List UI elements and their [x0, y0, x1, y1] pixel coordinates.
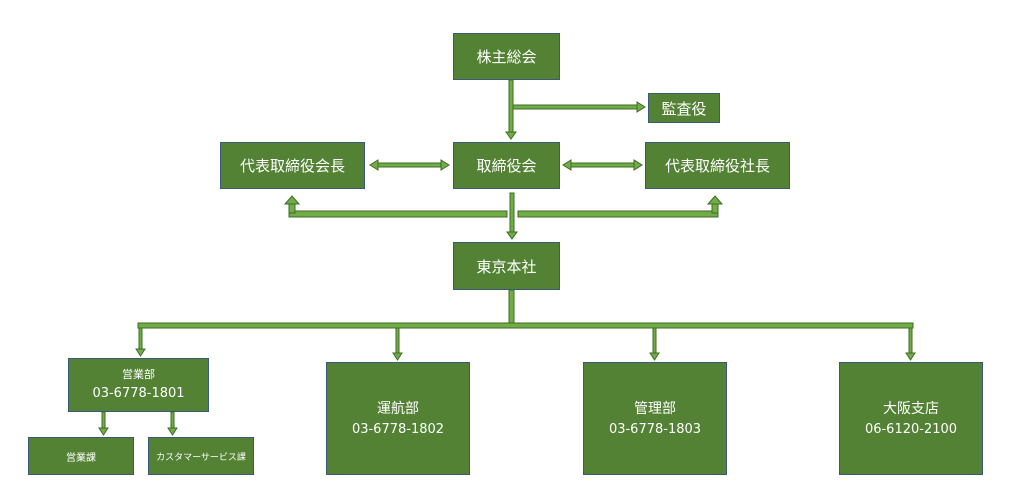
arrowhead: [905, 352, 916, 361]
arrowhead: [440, 159, 450, 171]
arrowhead: [562, 159, 572, 171]
arrowhead: [283, 195, 301, 205]
node-label: 監査役: [661, 99, 707, 118]
node-label: 東京本社: [476, 257, 537, 276]
node-board: 取締役会: [453, 142, 560, 189]
connector-bus: [137, 322, 914, 329]
arrowhead: [98, 427, 109, 436]
connector-to-president: [517, 210, 719, 218]
connector-drop-admin: [652, 327, 657, 355]
node-customer-service-section: カスタマーサービス課: [148, 437, 254, 475]
connector-to-chairman: [288, 210, 508, 218]
node-admin-dept: 管理部 03-6778-1803: [583, 362, 727, 475]
connector-drop-sales: [138, 327, 143, 351]
connector-auditor: [512, 104, 639, 110]
node-label: 管理部: [634, 400, 676, 417]
connector-drop-osaka: [908, 327, 913, 355]
arrowhead: [135, 348, 146, 357]
node-sales-section: 営業課: [28, 437, 134, 475]
node-sales-dept: 営業部 03-6778-1801: [68, 358, 209, 412]
connector-chairman-board: [376, 162, 443, 168]
node-label: 営業課: [66, 452, 96, 464]
arrowhead: [633, 159, 643, 171]
arrowhead: [167, 427, 178, 436]
arrowhead: [636, 101, 646, 113]
node-label: 運航部: [377, 400, 419, 417]
node-label: カスタマーサービス課: [156, 452, 246, 463]
node-chairman: 代表取締役会長: [220, 142, 365, 189]
arrowhead: [506, 231, 518, 240]
node-phone: 06-6120-2100: [864, 421, 958, 437]
node-shareholders: 株主総会: [453, 33, 560, 80]
node-label: 代表取締役会長: [239, 157, 345, 175]
node-auditor: 監査役: [648, 93, 720, 123]
node-osaka-branch: 大阪支店 06-6120-2100: [839, 362, 983, 475]
node-label: 株主総会: [476, 48, 537, 66]
connector-drop-cs-section: [170, 411, 175, 430]
node-operations-dept: 運航部 03-6778-1802: [326, 362, 470, 475]
node-president: 代表取締役社長: [645, 142, 790, 189]
node-label: 取締役会: [476, 157, 537, 175]
connector-shareholders-board: [508, 79, 514, 134]
node-phone: 03-6778-1803: [608, 421, 702, 437]
connector-tokyo-bus: [508, 289, 515, 325]
node-label: 代表取締役社長: [664, 157, 770, 175]
connector-drop-operations: [395, 327, 400, 355]
arrowhead: [369, 159, 379, 171]
arrowhead: [649, 352, 660, 361]
connector-board-tokyo: [509, 192, 515, 234]
arrowhead: [392, 352, 403, 361]
node-tokyo-hq: 東京本社: [453, 242, 560, 290]
node-label: 大阪支店: [883, 400, 939, 417]
node-phone: 03-6778-1802: [351, 421, 445, 437]
arrowhead: [706, 195, 724, 205]
arrowhead: [505, 131, 517, 140]
connector-board-president: [569, 162, 636, 168]
connector-drop-sales-section: [101, 411, 106, 430]
node-phone: 03-6778-1801: [92, 386, 185, 401]
node-label: 営業部: [122, 368, 155, 381]
